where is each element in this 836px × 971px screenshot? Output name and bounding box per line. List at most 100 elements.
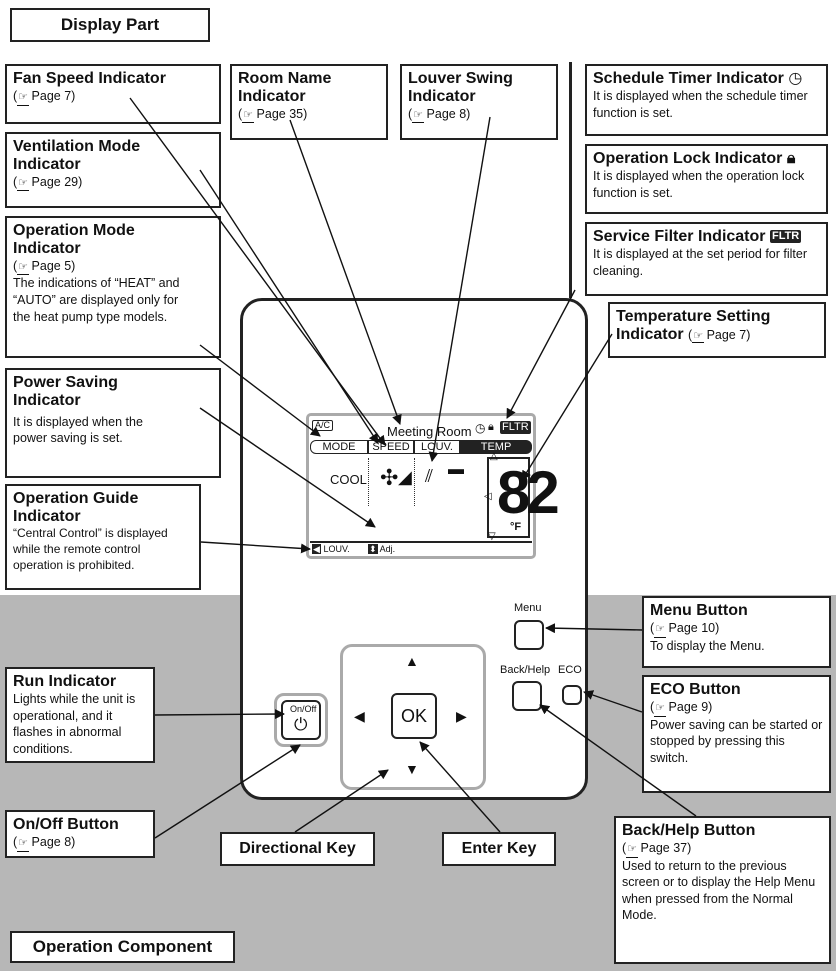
- temperature-setting-indicator-callout: Temperature Setting Indicator (☞Page 7): [608, 302, 826, 358]
- manual-ref-icon: ☞: [242, 108, 254, 124]
- back-help-button-callout: Back/Help Button (☞Page 37) Used to retu…: [614, 816, 831, 964]
- menu-label: Menu: [514, 602, 542, 614]
- run-indicator-callout: Run Indicator Lights while the unit is o…: [5, 667, 155, 763]
- display-part-title: Display Part: [10, 8, 210, 42]
- power-saving-indicator-callout: Power Saving Indicator It is displayed w…: [5, 368, 221, 478]
- leader-filter: [506, 289, 576, 419]
- room-name-text: Meeting Room: [387, 424, 472, 439]
- temperature-unit: °F: [510, 521, 522, 533]
- leader-fan-speed: [129, 97, 386, 446]
- adj-guide: ⬍ Adj.: [368, 544, 396, 554]
- callout-desc: Lights while the unit is operational, an…: [13, 691, 136, 756]
- page-ref: (☞Page 8): [13, 834, 147, 852]
- callout-title: Service Filter Indicator FLTR: [593, 228, 802, 245]
- back-help-label: Back/Help: [500, 664, 551, 676]
- leader-operation-mode: [199, 344, 321, 437]
- tab-temp: TEMP: [460, 440, 532, 454]
- callout-desc: Power saving can be started or stopped b…: [650, 717, 823, 765]
- callout-title: Operation Lock Indicator 🔒︎: [593, 150, 796, 167]
- power-icon: ⏻: [294, 715, 308, 734]
- louver-blade-icon: ▬: [448, 461, 464, 478]
- callout-title: Fan Speed Indicator: [13, 70, 166, 87]
- page-ref: (☞Page 5): [13, 258, 213, 276]
- leader-room-name: [289, 119, 402, 425]
- menu-button[interactable]: [514, 620, 544, 650]
- left-arrow-button[interactable]: ◀: [354, 708, 365, 724]
- back-help-button[interactable]: [512, 681, 542, 711]
- temp-left-arrow: ◁: [484, 491, 492, 502]
- enter-ok-button[interactable]: OK: [391, 693, 437, 739]
- callout-desc: The indications of “HEAT” and “AUTO” are…: [13, 276, 180, 324]
- leader-run: [154, 709, 285, 720]
- callout-desc: Used to return to the previous screen or…: [622, 858, 816, 923]
- callout-title: Louver Swing Indicator: [408, 70, 513, 105]
- callout-title: Power Saving Indicator: [13, 374, 118, 409]
- screen-divider: [310, 541, 532, 543]
- tab-louv: LOUV.: [414, 440, 460, 454]
- updown-arrow-icon: ⬍: [368, 544, 378, 554]
- ventilation-mode-indicator-callout: Ventilation Mode Indicator (☞Page 29): [5, 132, 221, 208]
- fan-speed-icon: ✣: [380, 465, 399, 490]
- onoff-button[interactable]: [281, 700, 321, 740]
- down-arrow-button[interactable]: ▼: [405, 761, 419, 777]
- fltr-badge: FLTR: [769, 230, 802, 244]
- eco-label: ECO: [558, 664, 582, 676]
- page-ref: (☞Page 29): [13, 174, 213, 192]
- leader-power-saving: [199, 407, 376, 528]
- ac-indicator: A/C: [312, 420, 334, 431]
- callout-title: Temperature Setting Indicator (☞Page 7): [616, 308, 771, 344]
- callout-title: Room Name Indicator: [238, 70, 332, 105]
- leader-ventilation: [199, 169, 379, 444]
- callout-desc: It is displayed at the set period for fi…: [593, 246, 807, 278]
- tab-divider: [368, 458, 369, 506]
- directional-key-label: Directional Key: [220, 832, 375, 866]
- leader-menu: [545, 623, 643, 634]
- page-ref: (☞Page 37): [622, 840, 823, 858]
- manual-ref-icon: ☞: [17, 260, 29, 276]
- page-ref: (☞Page 7): [13, 88, 213, 106]
- service-filter-indicator-callout: Service Filter Indicator FLTR It is disp…: [585, 222, 828, 296]
- leader-directional: [294, 769, 389, 833]
- callout-title: Menu Button: [650, 602, 748, 619]
- column-divider: [569, 62, 572, 298]
- onoff-label: On/Off: [290, 704, 317, 714]
- callout-title: Operation Mode Indicator: [13, 222, 135, 257]
- leader-eco: [583, 690, 643, 713]
- schedule-timer-indicator-callout: Schedule Timer Indicator ◷ It is display…: [585, 64, 828, 136]
- callout-title: Ventilation Mode Indicator: [13, 138, 141, 173]
- leader-back-help: [539, 704, 697, 817]
- callout-desc: It is displayed when the operation lock …: [593, 168, 805, 200]
- fan-speed-indicator-callout: Fan Speed Indicator (☞Page 7): [5, 64, 221, 124]
- room-name-indicator-callout: Room Name Indicator (☞Page 35): [230, 64, 388, 140]
- temp-up-arrow: △: [490, 451, 498, 462]
- timer-icon: ◷: [475, 421, 486, 435]
- page-ref: (☞Page 10): [650, 620, 823, 638]
- manual-ref-icon: ☞: [654, 622, 666, 638]
- manual-ref-icon: ☞: [412, 108, 424, 124]
- enter-key-label: Enter Key: [442, 832, 556, 866]
- tab-mode: MODE: [310, 440, 368, 454]
- callout-title: Operation Guide Indicator: [13, 490, 139, 525]
- eco-button[interactable]: [562, 685, 582, 705]
- lcd-screen: [306, 413, 536, 559]
- eco-button-callout: ECO Button (☞Page 9) Power saving can be…: [642, 675, 831, 793]
- lock-icon: 🔒︎: [488, 421, 494, 433]
- manual-ref-icon: ☞: [654, 701, 666, 717]
- callout-title: Run Indicator: [13, 673, 117, 690]
- leader-temperature: [521, 333, 613, 481]
- leader-operation-guide: [200, 541, 311, 554]
- callout-desc: “Central Control” is displayed while the…: [13, 525, 168, 572]
- manual-ref-icon: ☞: [692, 329, 704, 344]
- up-arrow-button[interactable]: ▲: [405, 653, 419, 669]
- operation-component-title: Operation Component: [10, 931, 235, 963]
- callout-desc: To display the Menu.: [650, 638, 765, 653]
- leader-onoff: [154, 744, 301, 839]
- temp-down-arrow: ▽: [488, 531, 496, 542]
- fan-bars-icon: ◢: [398, 467, 412, 487]
- left-arrow-icon: ◀: [312, 544, 321, 554]
- operation-guide-indicator-callout: Operation Guide Indicator “Central Contr…: [5, 484, 201, 590]
- callout-title: ECO Button: [650, 681, 741, 698]
- manual-ref-icon: ☞: [626, 842, 638, 858]
- right-arrow-button[interactable]: ▶: [456, 708, 467, 724]
